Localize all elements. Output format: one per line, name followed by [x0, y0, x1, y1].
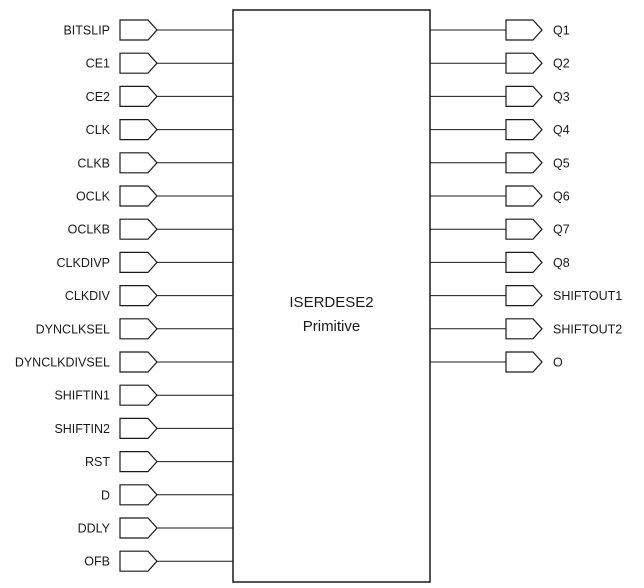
input-port-arrow [119, 351, 158, 373]
output-pin-label: Q6 [553, 190, 570, 204]
output-port-arrow [505, 218, 543, 240]
output-pin-q1: Q1 [430, 19, 570, 41]
input-pin-ofb: OFB [84, 550, 233, 572]
input-port-arrow [119, 19, 158, 41]
input-port-arrow [119, 85, 158, 108]
input-pin-label: DYNCLKSEL [36, 322, 110, 336]
input-port-arrow [119, 52, 158, 74]
input-port-arrow [119, 484, 158, 506]
input-pin-label: SHIFTIN1 [54, 389, 110, 403]
input-pin-label: DDLY [78, 522, 111, 536]
input-pin-label: SHIFTIN2 [54, 422, 110, 436]
output-pin-label: Q5 [553, 156, 570, 170]
input-port-arrow [119, 517, 158, 539]
iserdese2-block [232, 9, 431, 583]
input-pin-rst: RST [85, 451, 233, 473]
output-port-arrow [505, 19, 543, 41]
output-pin-q5: Q5 [430, 152, 570, 174]
input-port-arrow [119, 550, 158, 572]
block-subtitle: Primitive [303, 318, 361, 335]
input-port-arrow [119, 318, 158, 340]
output-pin-label: Q7 [553, 223, 570, 237]
input-pin-d: D [101, 484, 233, 506]
input-pin-label: CLKB [77, 156, 110, 170]
output-pin-label: Q2 [553, 57, 570, 71]
output-port-arrow [505, 285, 543, 307]
input-pin-clkdivp: CLKDIVP [57, 251, 233, 273]
output-pin-q7: Q7 [430, 218, 570, 240]
input-port-arrow [119, 118, 158, 141]
input-port-arrow [119, 251, 158, 273]
input-pin-label: OFB [84, 555, 110, 569]
input-pin-ddly: DDLY [78, 517, 233, 539]
output-pin-q6: Q6 [430, 185, 570, 207]
output-port-arrow [505, 185, 543, 207]
input-pin-label: DYNCLKDIVSEL [15, 356, 110, 370]
input-pin-ce1: CE1 [86, 52, 233, 74]
input-port-arrow [119, 384, 158, 406]
input-pin-label: CE2 [86, 90, 110, 104]
input-pin-label: CLKDIVP [57, 256, 111, 270]
output-pin-label: SHIFTOUT2 [553, 322, 622, 336]
output-pin-q2: Q2 [430, 52, 570, 74]
block-title: ISERDESE2 [289, 294, 373, 311]
output-port-arrow [505, 118, 543, 141]
output-pin-shiftout1: SHIFTOUT1 [430, 285, 622, 307]
output-port-arrow [505, 52, 543, 74]
input-port-arrow [119, 152, 158, 174]
input-pin-label: CE1 [86, 57, 110, 71]
output-port-arrow [505, 318, 543, 340]
input-pin-label: OCLK [76, 190, 111, 204]
output-pin-label: Q8 [553, 256, 570, 270]
input-pin-clkb: CLKB [77, 152, 233, 174]
input-pin-label: OCLKB [68, 223, 110, 237]
output-pin-q4: Q4 [430, 118, 570, 141]
output-pin-label: Q1 [553, 24, 570, 38]
input-pin-label: BITSLIP [63, 24, 110, 38]
output-port-arrow [505, 251, 543, 273]
input-port-arrow [119, 285, 158, 307]
input-pin-ce2: CE2 [86, 85, 233, 108]
input-pin-label: D [101, 488, 110, 502]
output-pin-o: O [430, 351, 563, 373]
output-pin-label: O [553, 356, 563, 370]
output-port-arrow [505, 85, 543, 108]
output-pin-q8: Q8 [430, 251, 570, 273]
input-port-arrow [119, 451, 158, 473]
output-pin-q3: Q3 [430, 85, 570, 108]
input-pin-shiftin1: SHIFTIN1 [54, 384, 233, 406]
output-pin-label: Q3 [553, 90, 570, 104]
input-pin-label: RST [85, 455, 110, 469]
output-pin-shiftout2: SHIFTOUT2 [430, 318, 622, 340]
input-pin-clkdiv: CLKDIV [65, 285, 233, 307]
input-pin-oclkb: OCLKB [68, 218, 233, 240]
input-pin-oclk: OCLK [76, 185, 233, 207]
output-pin-label: SHIFTOUT1 [553, 289, 622, 303]
input-port-arrow [119, 185, 158, 207]
input-pin-dynclkdivsel: DYNCLKDIVSEL [15, 351, 233, 373]
input-port-arrow [119, 218, 158, 240]
input-pin-label: CLKDIV [65, 289, 111, 303]
input-pin-dynclksel: DYNCLKSEL [36, 318, 233, 340]
input-pin-bitslip: BITSLIP [63, 19, 233, 41]
input-pin-clk: CLK [86, 118, 233, 141]
input-pin-label: CLK [86, 123, 111, 137]
output-pin-label: Q4 [553, 123, 570, 137]
output-port-arrow [505, 351, 543, 373]
output-port-arrow [505, 152, 543, 174]
input-pin-shiftin2: SHIFTIN2 [54, 417, 233, 439]
input-port-arrow [119, 417, 158, 439]
